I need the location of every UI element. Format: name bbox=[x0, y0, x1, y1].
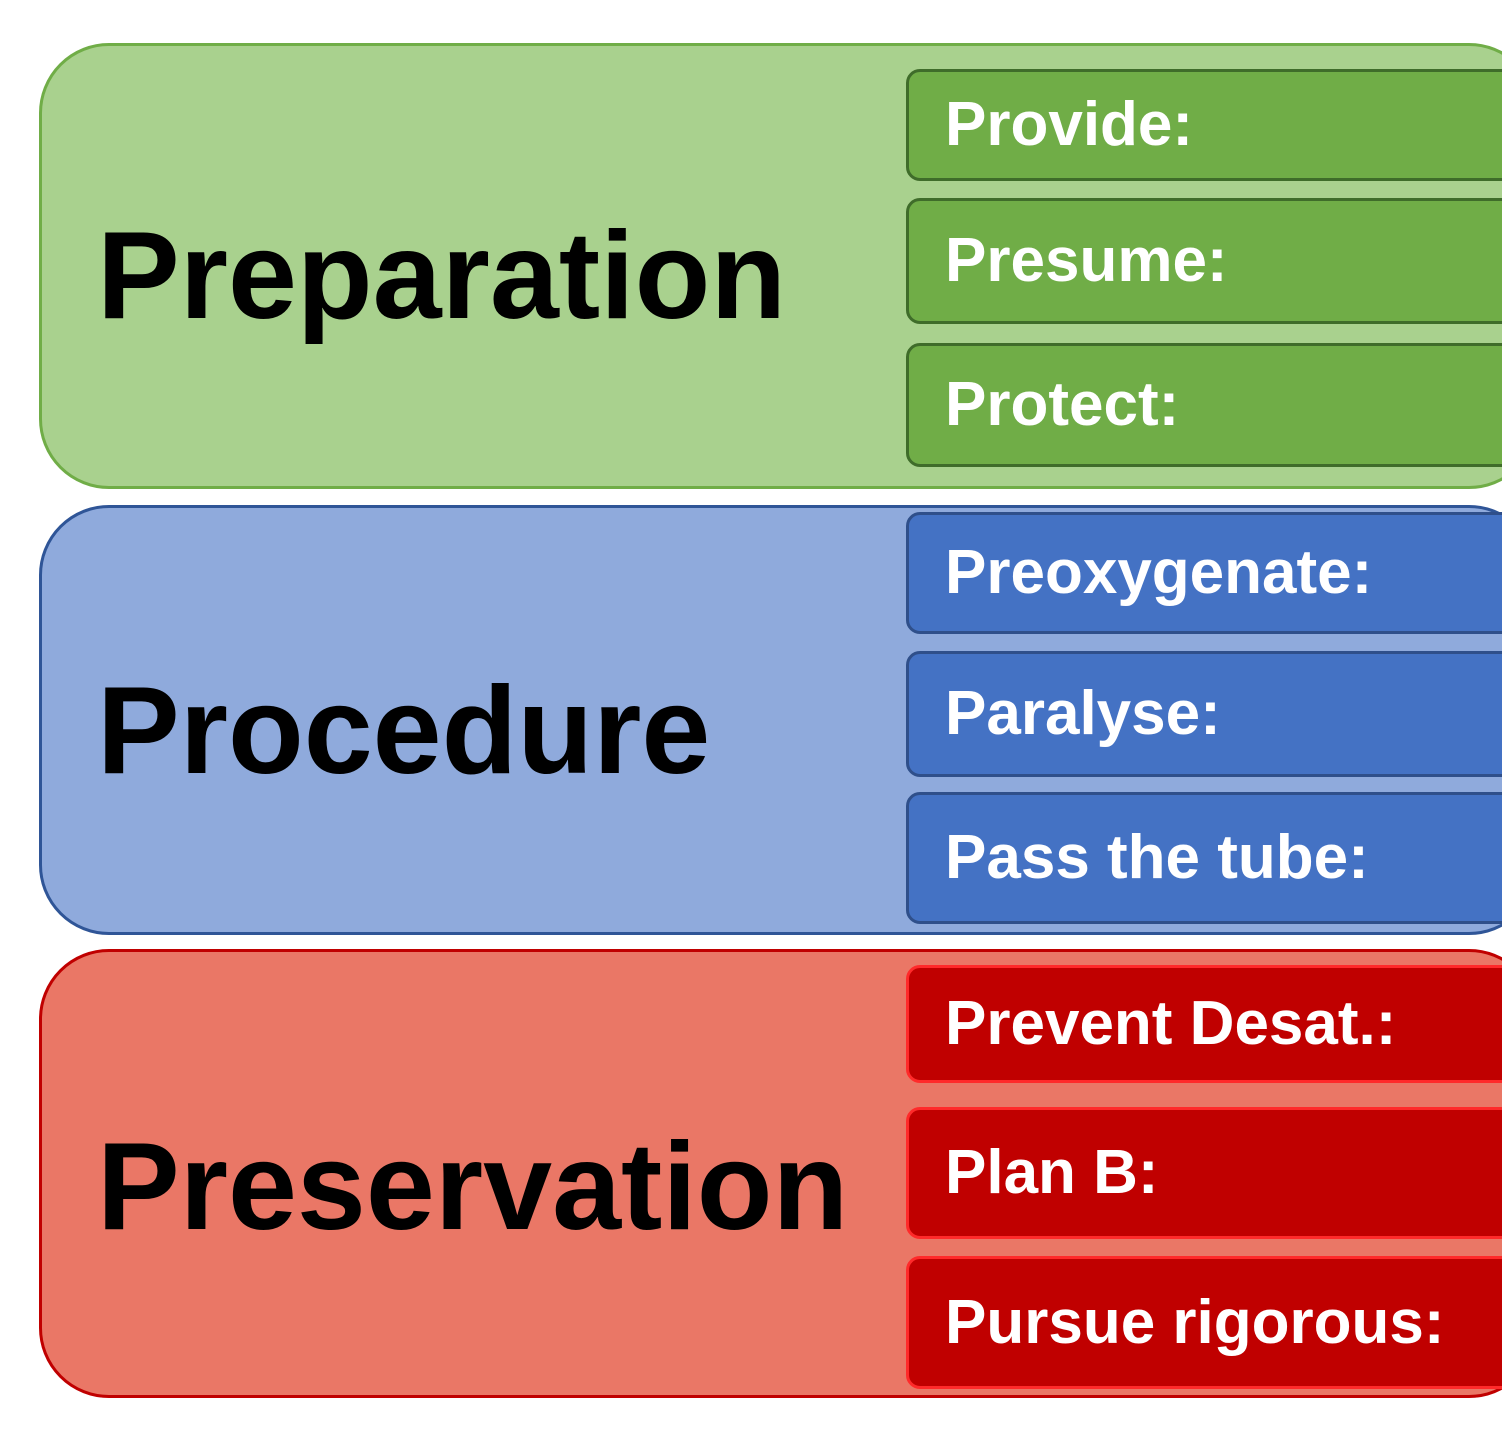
step-protect: Protect: bbox=[906, 343, 1502, 467]
step-provide: Provide: bbox=[906, 69, 1502, 181]
step-paralyse: Paralyse: bbox=[906, 651, 1502, 777]
step-presume: Presume: bbox=[906, 198, 1502, 324]
step-pursue-rigorous: Pursue rigorous: bbox=[906, 1256, 1502, 1389]
phase-title-preservation: Preservation bbox=[97, 1118, 849, 1256]
step-preoxygenate: Preoxygenate: bbox=[906, 512, 1502, 634]
phase-title-preparation: Preparation bbox=[97, 207, 787, 345]
step-plan-b: Plan B: bbox=[906, 1107, 1502, 1239]
phase-title-procedure: Procedure bbox=[97, 662, 711, 800]
step-prevent-desat: Prevent Desat.: bbox=[906, 965, 1502, 1083]
step-pass-the-tube: Pass the tube: bbox=[906, 792, 1502, 924]
